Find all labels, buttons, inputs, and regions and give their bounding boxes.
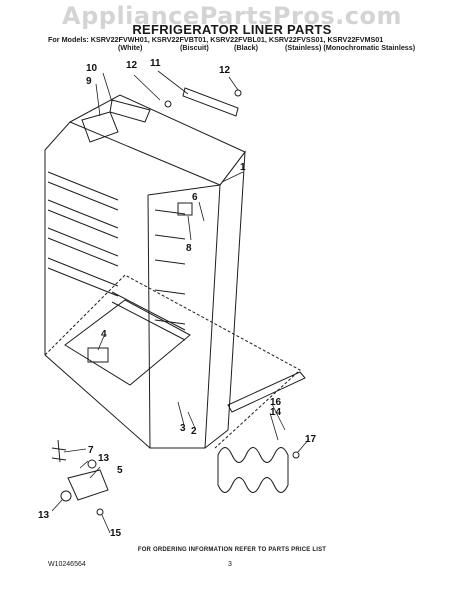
callout-1: 1 — [240, 162, 246, 173]
variant-white: (White) — [118, 43, 143, 52]
ordering-note: FOR ORDERING INFORMATION REFER TO PARTS … — [137, 547, 327, 553]
part-9-housing — [81, 111, 119, 143]
part-17-screw — [292, 451, 300, 459]
part-4-vent — [87, 347, 109, 363]
callout-14: 14 — [270, 407, 282, 418]
variant-biscuit: (Biscuit) — [180, 43, 209, 52]
callout-11: 11 — [150, 58, 161, 69]
part-12-screw-b — [234, 89, 242, 97]
part-5-housing — [67, 469, 109, 501]
page-title: REFRIGERATOR LINER PARTS — [132, 22, 332, 37]
callout-13a: 13 — [98, 453, 110, 464]
variant-black: (Black) — [234, 43, 258, 52]
callout-12b: 12 — [219, 65, 231, 76]
callout-13b: 13 — [38, 510, 50, 521]
floor-outline — [44, 274, 301, 449]
callout-2: 2 — [191, 426, 197, 437]
part-15-screw — [96, 508, 104, 516]
document-part-number: W10246564 — [48, 561, 86, 568]
floor-panel — [64, 299, 191, 386]
part-12-screw-a — [164, 100, 172, 108]
callout-3: 3 — [180, 423, 186, 434]
part-14-heater — [217, 447, 289, 493]
callout-15: 15 — [110, 528, 122, 539]
callout-9: 9 — [86, 76, 92, 87]
callout-5: 5 — [117, 465, 123, 476]
part-7-harness — [51, 439, 67, 463]
callout-16: 16 — [270, 397, 282, 408]
callout-6: 6 — [192, 192, 198, 203]
watermark: AppliancePartsPros.com — [62, 2, 402, 30]
part-11-strip — [182, 87, 239, 117]
part-10-bracket — [109, 99, 151, 123]
variant-stainless: (Stainless) (Monochromatic Stainless) — [285, 43, 416, 52]
callout-8: 8 — [186, 243, 192, 254]
liner-body — [44, 121, 221, 449]
drain-trough — [227, 371, 306, 413]
callout-12a: 12 — [126, 60, 138, 71]
part-13-bulb — [60, 490, 72, 502]
callout-17: 17 — [305, 434, 317, 445]
shelf-rails — [47, 171, 186, 325]
models-line: For Models: KSRV22FVWH01, KSRV22FVBT01, … — [48, 35, 384, 44]
callout-7: 7 — [88, 445, 94, 456]
part-13-socket — [87, 459, 97, 469]
page-number: 3 — [228, 561, 232, 568]
callout-10: 10 — [86, 63, 98, 74]
callout-4: 4 — [101, 329, 107, 340]
liner-right-wall — [204, 150, 246, 449]
part-6-clip — [177, 202, 193, 216]
